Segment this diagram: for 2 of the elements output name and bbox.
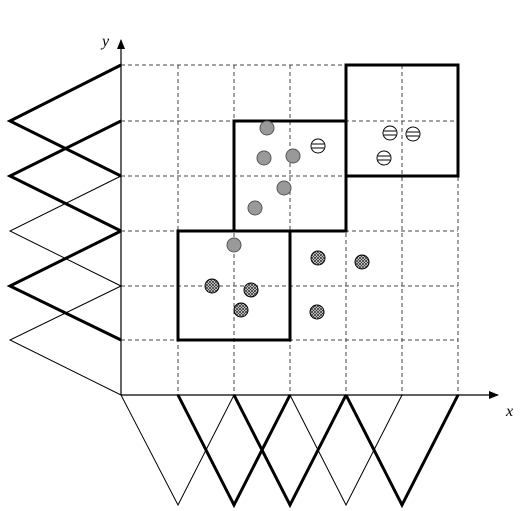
x-axis-label: x	[506, 404, 514, 420]
y-axis-label: y	[102, 34, 110, 50]
